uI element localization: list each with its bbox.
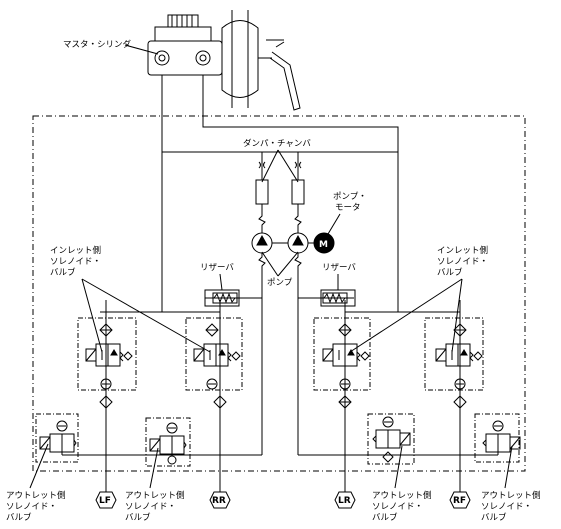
- inlet-valve-lr: [313, 317, 371, 391]
- inlet-left-label-3: バルブ: [50, 267, 76, 278]
- outlet-3-label-3: バルブ: [372, 512, 398, 523]
- motor-symbol: M: [319, 240, 328, 250]
- wheel-label-lf: LF: [99, 496, 111, 506]
- master-cylinder: [147, 14, 223, 76]
- brake-lines: [100, 75, 461, 485]
- outlet-1-label-3: バルブ: [6, 512, 32, 523]
- pump-motor-label-2: モータ: [335, 203, 361, 213]
- reservoir-left: [204, 289, 240, 307]
- wheel-port-lr: [334, 491, 356, 509]
- inlet-right-label-1: インレット側: [437, 245, 488, 256]
- damper-chamber-right: [291, 179, 305, 205]
- outlet-valve-lf: [35, 413, 106, 463]
- wheel-port-lf: [95, 491, 117, 509]
- inlet-valve-lf: [77, 317, 137, 391]
- wheel-port-rf: [449, 491, 471, 509]
- wheel-port-rr: [209, 491, 231, 509]
- outlet-1-label-2: ソレノイド・: [6, 502, 57, 512]
- damper-chamber-label: ダンパ・チャンバ: [243, 138, 311, 149]
- wheel-label-lr: LR: [338, 496, 351, 506]
- outlet-3-label-1: アウトレット側: [372, 490, 432, 501]
- inlet-valve-rf: [424, 317, 484, 391]
- pump-label: ポンプ: [267, 278, 293, 288]
- outlet-valve-rf: [460, 413, 521, 463]
- inlet-right-label-3: バルブ: [437, 267, 463, 278]
- reservoir-right-label: リザーバ: [322, 263, 356, 273]
- brake-booster: [221, 10, 272, 108]
- outlet-4-label-1: アウトレット側: [481, 490, 541, 501]
- outlet-1-label-1: アウトレット側: [6, 490, 66, 501]
- inlet-left-label-2: ソレノイド・: [50, 257, 101, 267]
- outlet-valve-rr: [145, 417, 191, 467]
- outlet-2-label-1: アウトレット側: [125, 490, 185, 501]
- hydraulic-unit-outline: [32, 115, 526, 472]
- wheel-label-rr: RR: [212, 496, 226, 506]
- damper-chambers: [255, 161, 305, 233]
- outlet-2-label-2: ソレノイド・: [125, 502, 176, 512]
- master-cylinder-label: マスタ・シリンダ: [63, 39, 132, 50]
- reservoir-left-label: リザーバ: [200, 263, 234, 273]
- pump-motor-assembly: M: [251, 232, 335, 270]
- wheel-ports: [95, 485, 471, 509]
- inlet-right-label-2: ソレノイド・: [437, 257, 488, 267]
- check-valves: [99, 395, 467, 409]
- inlet-valve-rr: [185, 317, 243, 391]
- damper-chamber-left: [255, 179, 269, 205]
- pump-motor-label-1: ポンプ・: [333, 192, 367, 202]
- outlet-4-label-2: ソレノイド・: [481, 502, 532, 512]
- wheel-label-rf: RF: [453, 496, 466, 506]
- brake-pedal: [266, 39, 301, 111]
- outlet-valve-lr: [367, 413, 415, 465]
- outlet-3-label-2: ソレノイド・: [372, 502, 423, 512]
- inlet-left-label-1: インレット側: [50, 245, 101, 256]
- outlet-2-label-3: バルブ: [125, 512, 151, 523]
- outlet-4-label-3: バルブ: [481, 512, 507, 523]
- motor-icon: [313, 232, 335, 254]
